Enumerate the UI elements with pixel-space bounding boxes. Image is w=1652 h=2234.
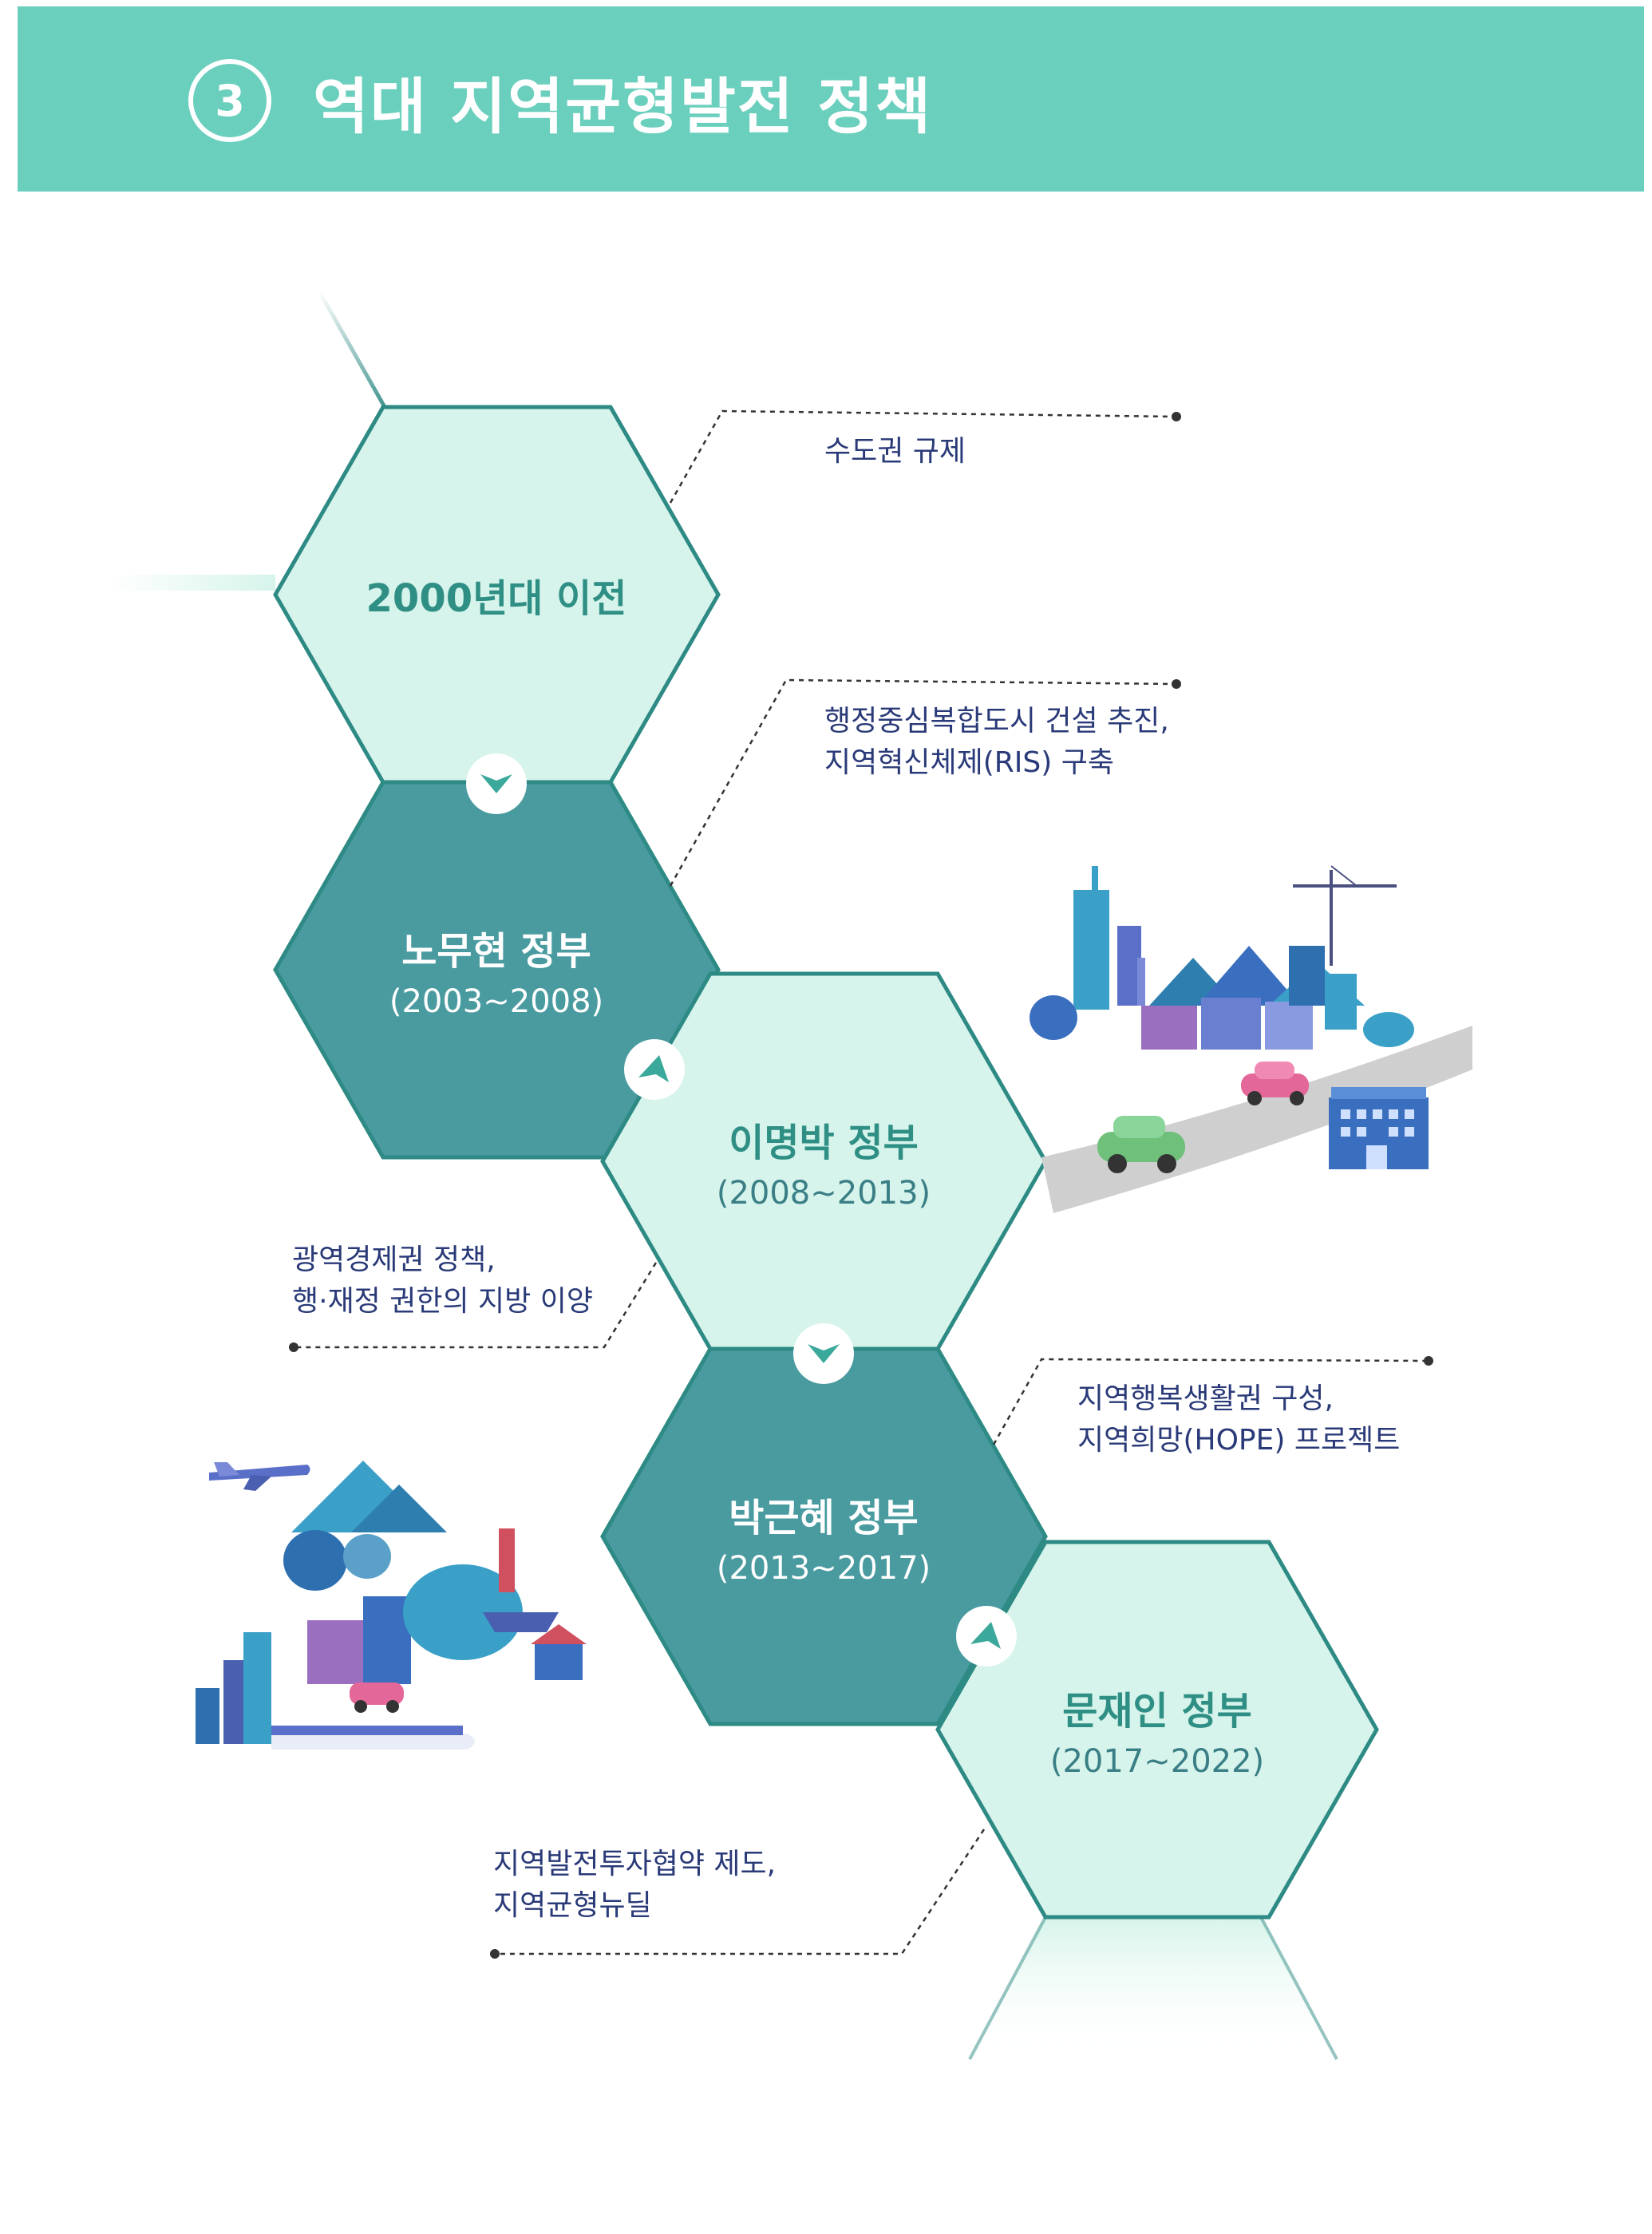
- era-years: (2017~2022): [1049, 1743, 1265, 1780]
- hex-park: [600, 1346, 1048, 1726]
- arrow-diagonal-icon: [956, 1606, 1017, 1667]
- fade-edge-top: [317, 290, 387, 409]
- policy-line: 지역행복생활권 구성,: [1077, 1382, 1334, 1415]
- policy-text-park: 지역행복생활권 구성, 지역희망(HOPE) 프로젝트: [1077, 1378, 1400, 1461]
- policy-text-roh: 행정중심복합도시 건설 추진, 지역혁신체제(RIS) 구축: [824, 701, 1169, 784]
- policy-line: 수도권 규제: [824, 435, 966, 468]
- hex-label-moon: 문재인 정부 (2017~2022): [1050, 1679, 1264, 1780]
- policy-line: 지역균형뉴딜: [493, 1889, 652, 1922]
- arrow-down-icon: [793, 1323, 854, 1384]
- policy-line: 행정중심복합도시 건설 추진,: [824, 705, 1169, 737]
- policy-text-moon: 지역발전투자협약 제도, 지역균형뉴딜: [493, 1844, 776, 1927]
- section-number-badge: 3: [188, 59, 271, 142]
- leader-dots: [289, 412, 1433, 1959]
- fade-edge-bottom-right: [1259, 1916, 1338, 2060]
- header-bar: 3 역대 지역균형발전 정책: [18, 6, 1644, 192]
- era-name: 박근혜 정부: [729, 1496, 919, 1540]
- hex-label-roh: 노무현 정부 (2003~2008): [389, 919, 603, 1020]
- policy-text-lee: 광역경제권 정책, 행·재정 권한의 지방 이양: [292, 1240, 593, 1323]
- policy-line: 지역발전투자협약 제도,: [493, 1848, 777, 1880]
- era-name: 이명박 정부: [729, 1121, 919, 1165]
- hex-moon: [935, 1540, 1379, 1920]
- era-name: 노무현 정부: [401, 929, 591, 974]
- page-title: 역대 지역균형발전 정책: [313, 71, 933, 142]
- policy-line: 지역혁신체제(RIS) 구축: [824, 746, 1114, 779]
- hex-label-2000s: 2000년대 이전: [366, 567, 627, 623]
- leader-lines: [294, 409, 1429, 1955]
- era-name: 2000년대 이전: [366, 576, 627, 621]
- arrow-diagonal-icon: [624, 1039, 685, 1100]
- city-illustration: [1030, 865, 1472, 1213]
- policy-text-2000s: 수도권 규제: [824, 431, 966, 473]
- policy-line: 지역희망(HOPE) 프로젝트: [1077, 1424, 1401, 1457]
- fade-edge-bottom-left: [968, 1916, 1047, 2060]
- policy-line: 행·재정 권한의 지방 이양: [292, 1285, 593, 1318]
- policy-line: 광역경제권 정책,: [292, 1244, 496, 1276]
- hex-label-lee: 이명박 정부 (2008~2013): [717, 1111, 931, 1212]
- era-years: (2008~2013): [716, 1175, 931, 1212]
- hex-label-park: 박근혜 정부 (2013~2017): [717, 1486, 931, 1587]
- fade-hex-bottom: [970, 1917, 1337, 2059]
- fade-edge-left: [112, 575, 275, 591]
- era-name: 문재인 정부: [1062, 1689, 1252, 1734]
- region-illustration: [196, 1461, 587, 1750]
- era-years: (2003~2008): [389, 983, 604, 1020]
- arrow-down-icon: [466, 753, 527, 814]
- era-years: (2013~2017): [716, 1550, 931, 1587]
